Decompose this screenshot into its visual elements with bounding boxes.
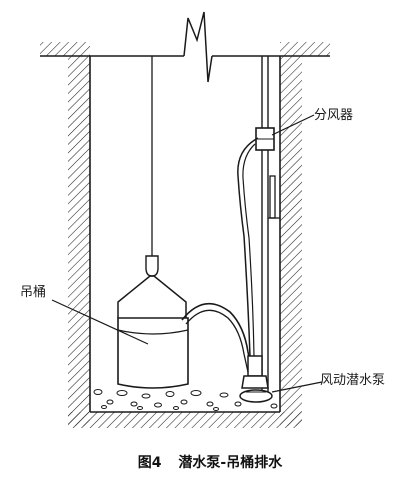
leader-distributor [271,114,315,136]
shaft-wall-right [279,56,302,426]
bucket [117,317,189,389]
shaft-wall-left [68,56,91,426]
figure-caption: 图4 潜水泵-吊桶排水 [0,452,420,472]
pneumatic-submersible-pump [239,355,273,403]
shaft-bottom [68,411,302,428]
figure-title: 潜水泵-吊桶排水 [178,455,283,471]
air-hose [237,137,259,357]
leader-bucket [51,299,149,345]
figure-number: 图4 [137,455,162,471]
air-distributor [255,127,275,151]
label-bucket: 吊桶 [20,285,47,300]
discharge-hose [181,302,253,373]
hook [145,255,159,277]
leader-pump [271,381,323,393]
hanging-tool [268,175,280,219]
break-symbol [183,11,213,83]
bucket-bail [117,275,187,318]
air-pipe [261,56,269,392]
ground-surface [40,42,330,57]
label-air-distributor: 分风器 [314,108,354,123]
label-pump: 风动潜水泵 [320,373,386,388]
